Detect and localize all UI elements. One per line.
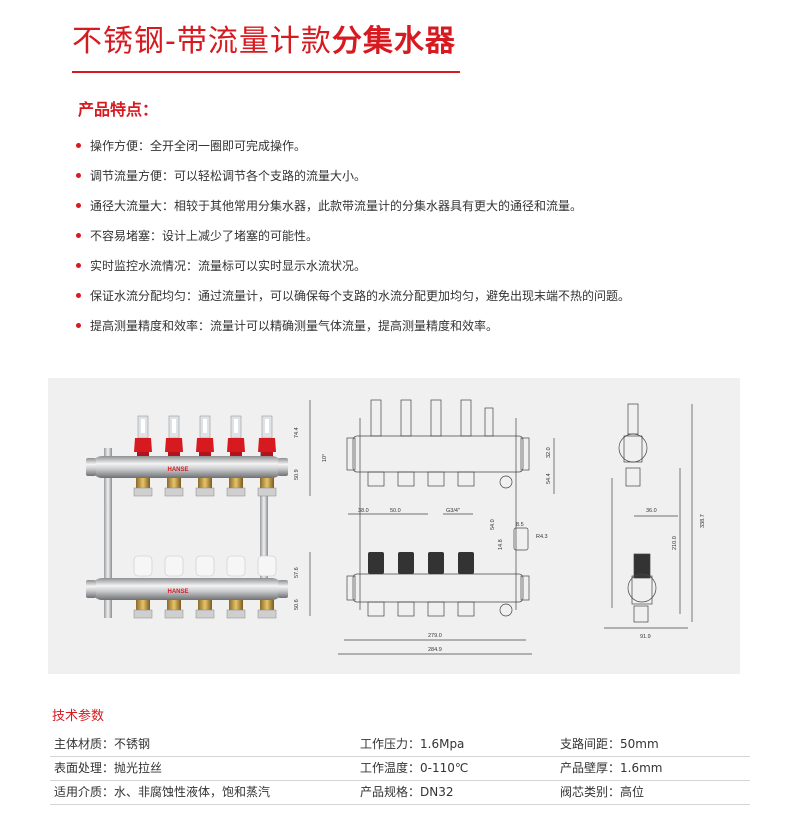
svg-text:G3/4": G3/4" — [446, 508, 460, 514]
flow-meters — [134, 415, 276, 458]
feature-text: 实时监控水流情况：流量标可以实时显示水流状况。 — [90, 259, 367, 273]
feature-text: 不容易堵塞：设计上减少了堵塞的可能性。 — [90, 229, 319, 243]
bullet-icon — [76, 263, 81, 268]
brand-logo-lower: HANSE — [167, 589, 188, 595]
feature-item: 调节流量方便：可以轻松调节各个支路的流量大小。 — [76, 166, 630, 196]
side-view-drawing — [604, 403, 693, 629]
svg-text:91.9: 91.9 — [640, 634, 651, 640]
svg-text:50.9: 50.9 — [294, 469, 300, 480]
spec-row: 适用介质：水、非腐蚀性液体，饱和蒸汽 产品规格：DN32 阀芯类别：高位 — [50, 780, 750, 805]
bullet-icon — [76, 173, 81, 178]
svg-text:74.4: 74.4 — [294, 427, 300, 438]
features-heading: 产品特点： — [78, 100, 159, 119]
svg-text:57.6: 57.6 — [294, 567, 300, 578]
svg-text:338.7: 338.7 — [700, 514, 706, 528]
side-view-dimensions: 36.0 210.0 338.7 91.9 — [640, 508, 706, 640]
front-view-drawing — [309, 399, 555, 655]
svg-text:210.0: 210.0 — [672, 536, 678, 550]
spec-row: 主体材质：不锈钢 工作压力：1.6Mpa 支路间距：50mm — [50, 732, 750, 757]
feature-text: 调节流量方便：可以轻松调节各个支路的流量大小。 — [90, 169, 367, 183]
svg-text:54.0: 54.0 — [490, 519, 496, 530]
svg-text:10°: 10° — [322, 454, 328, 462]
feature-item: 实时监控水流情况：流量标可以实时显示水流状况。 — [76, 256, 630, 286]
bullet-icon — [76, 203, 81, 208]
product-photo: HANSE HANSE — [86, 415, 288, 619]
feature-item: 通径大流量大：相较于其他常用分集水器，此款带流量计的分集水器具有更大的通径和流量… — [76, 196, 630, 226]
spec-cell: 支路间距：50mm — [560, 737, 659, 751]
spec-cell: 表面处理：抛光拉丝 — [54, 761, 163, 775]
spec-cell: 工作压力：1.6Mpa — [360, 737, 465, 751]
spec-row: 表面处理：抛光拉丝 工作温度：0-110℃ 产品壁厚：1.6mm — [50, 756, 750, 781]
feature-item: 不容易堵塞：设计上减少了堵塞的可能性。 — [76, 226, 630, 256]
bullet-icon — [76, 323, 81, 328]
title-bold: 分集水器 — [331, 24, 456, 59]
feature-item: 保证水流分配均匀：通过流量计，可以确保每个支路的水流分配更加均匀，避免出现末端不… — [76, 286, 630, 316]
spec-cell: 产品壁厚：1.6mm — [560, 761, 663, 775]
features-list: 操作方便：全开全闭一圈即可完成操作。 调节流量方便：可以轻松调节各个支路的流量大… — [76, 136, 630, 346]
title-underline — [72, 71, 460, 73]
specs-heading: 技术参数 — [52, 709, 105, 724]
bullet-icon — [76, 293, 81, 298]
bullet-icon — [76, 143, 81, 148]
svg-text:54.4: 54.4 — [546, 473, 552, 484]
front-view-dimensions: 74.4 50.9 10° 57.6 50.6 38.0 50.0 G3/4" … — [294, 427, 552, 653]
svg-text:50.0: 50.0 — [390, 508, 401, 514]
feature-text: 通径大流量大：相较于其他常用分集水器，此款带流量计的分集水器具有更大的通径和流量… — [90, 199, 583, 213]
svg-text:14.8: 14.8 — [498, 539, 504, 550]
svg-text:R4.3: R4.3 — [536, 534, 548, 540]
feature-text: 提高测量精度和效率：流量计可以精确测量气体流量，提高测量精度和效率。 — [90, 319, 499, 333]
feature-item: 操作方便：全开全闭一圈即可完成操作。 — [76, 136, 630, 166]
svg-text:32.0: 32.0 — [546, 447, 552, 458]
svg-text:50.6: 50.6 — [294, 599, 300, 610]
manifold-technical-drawing: HANSE HANSE — [86, 399, 706, 655]
svg-text:279.0: 279.0 — [428, 633, 442, 639]
svg-text:284.9: 284.9 — [428, 647, 442, 653]
spec-cell: 工作温度：0-110℃ — [360, 761, 469, 775]
product-drawing-panel: HANSE HANSE — [48, 378, 740, 674]
spec-cell: 阀芯类别：高位 — [560, 785, 645, 799]
feature-text: 保证水流分配均匀：通过流量计，可以确保每个支路的水流分配更加均匀，避免出现末端不… — [90, 289, 631, 303]
feature-item: 提高测量精度和效率：流量计可以精确测量气体流量，提高测量精度和效率。 — [76, 316, 630, 346]
bullet-icon — [76, 233, 81, 238]
svg-text:8.5: 8.5 — [516, 522, 524, 528]
spec-cell: 主体材质：不锈钢 — [54, 737, 151, 751]
brand-logo-upper: HANSE — [167, 467, 188, 473]
title-normal: 不锈钢-带流量计款 — [72, 24, 332, 59]
spec-cell: 产品规格：DN32 — [360, 785, 454, 799]
svg-text:38.0: 38.0 — [358, 508, 369, 514]
page-title: 不锈钢-带流量计款分集水器 — [72, 20, 456, 64]
spec-cell: 适用介质：水、非腐蚀性液体，饱和蒸汽 — [54, 785, 271, 799]
svg-text:36.0: 36.0 — [646, 508, 657, 514]
feature-text: 操作方便：全开全闭一圈即可完成操作。 — [90, 139, 307, 153]
